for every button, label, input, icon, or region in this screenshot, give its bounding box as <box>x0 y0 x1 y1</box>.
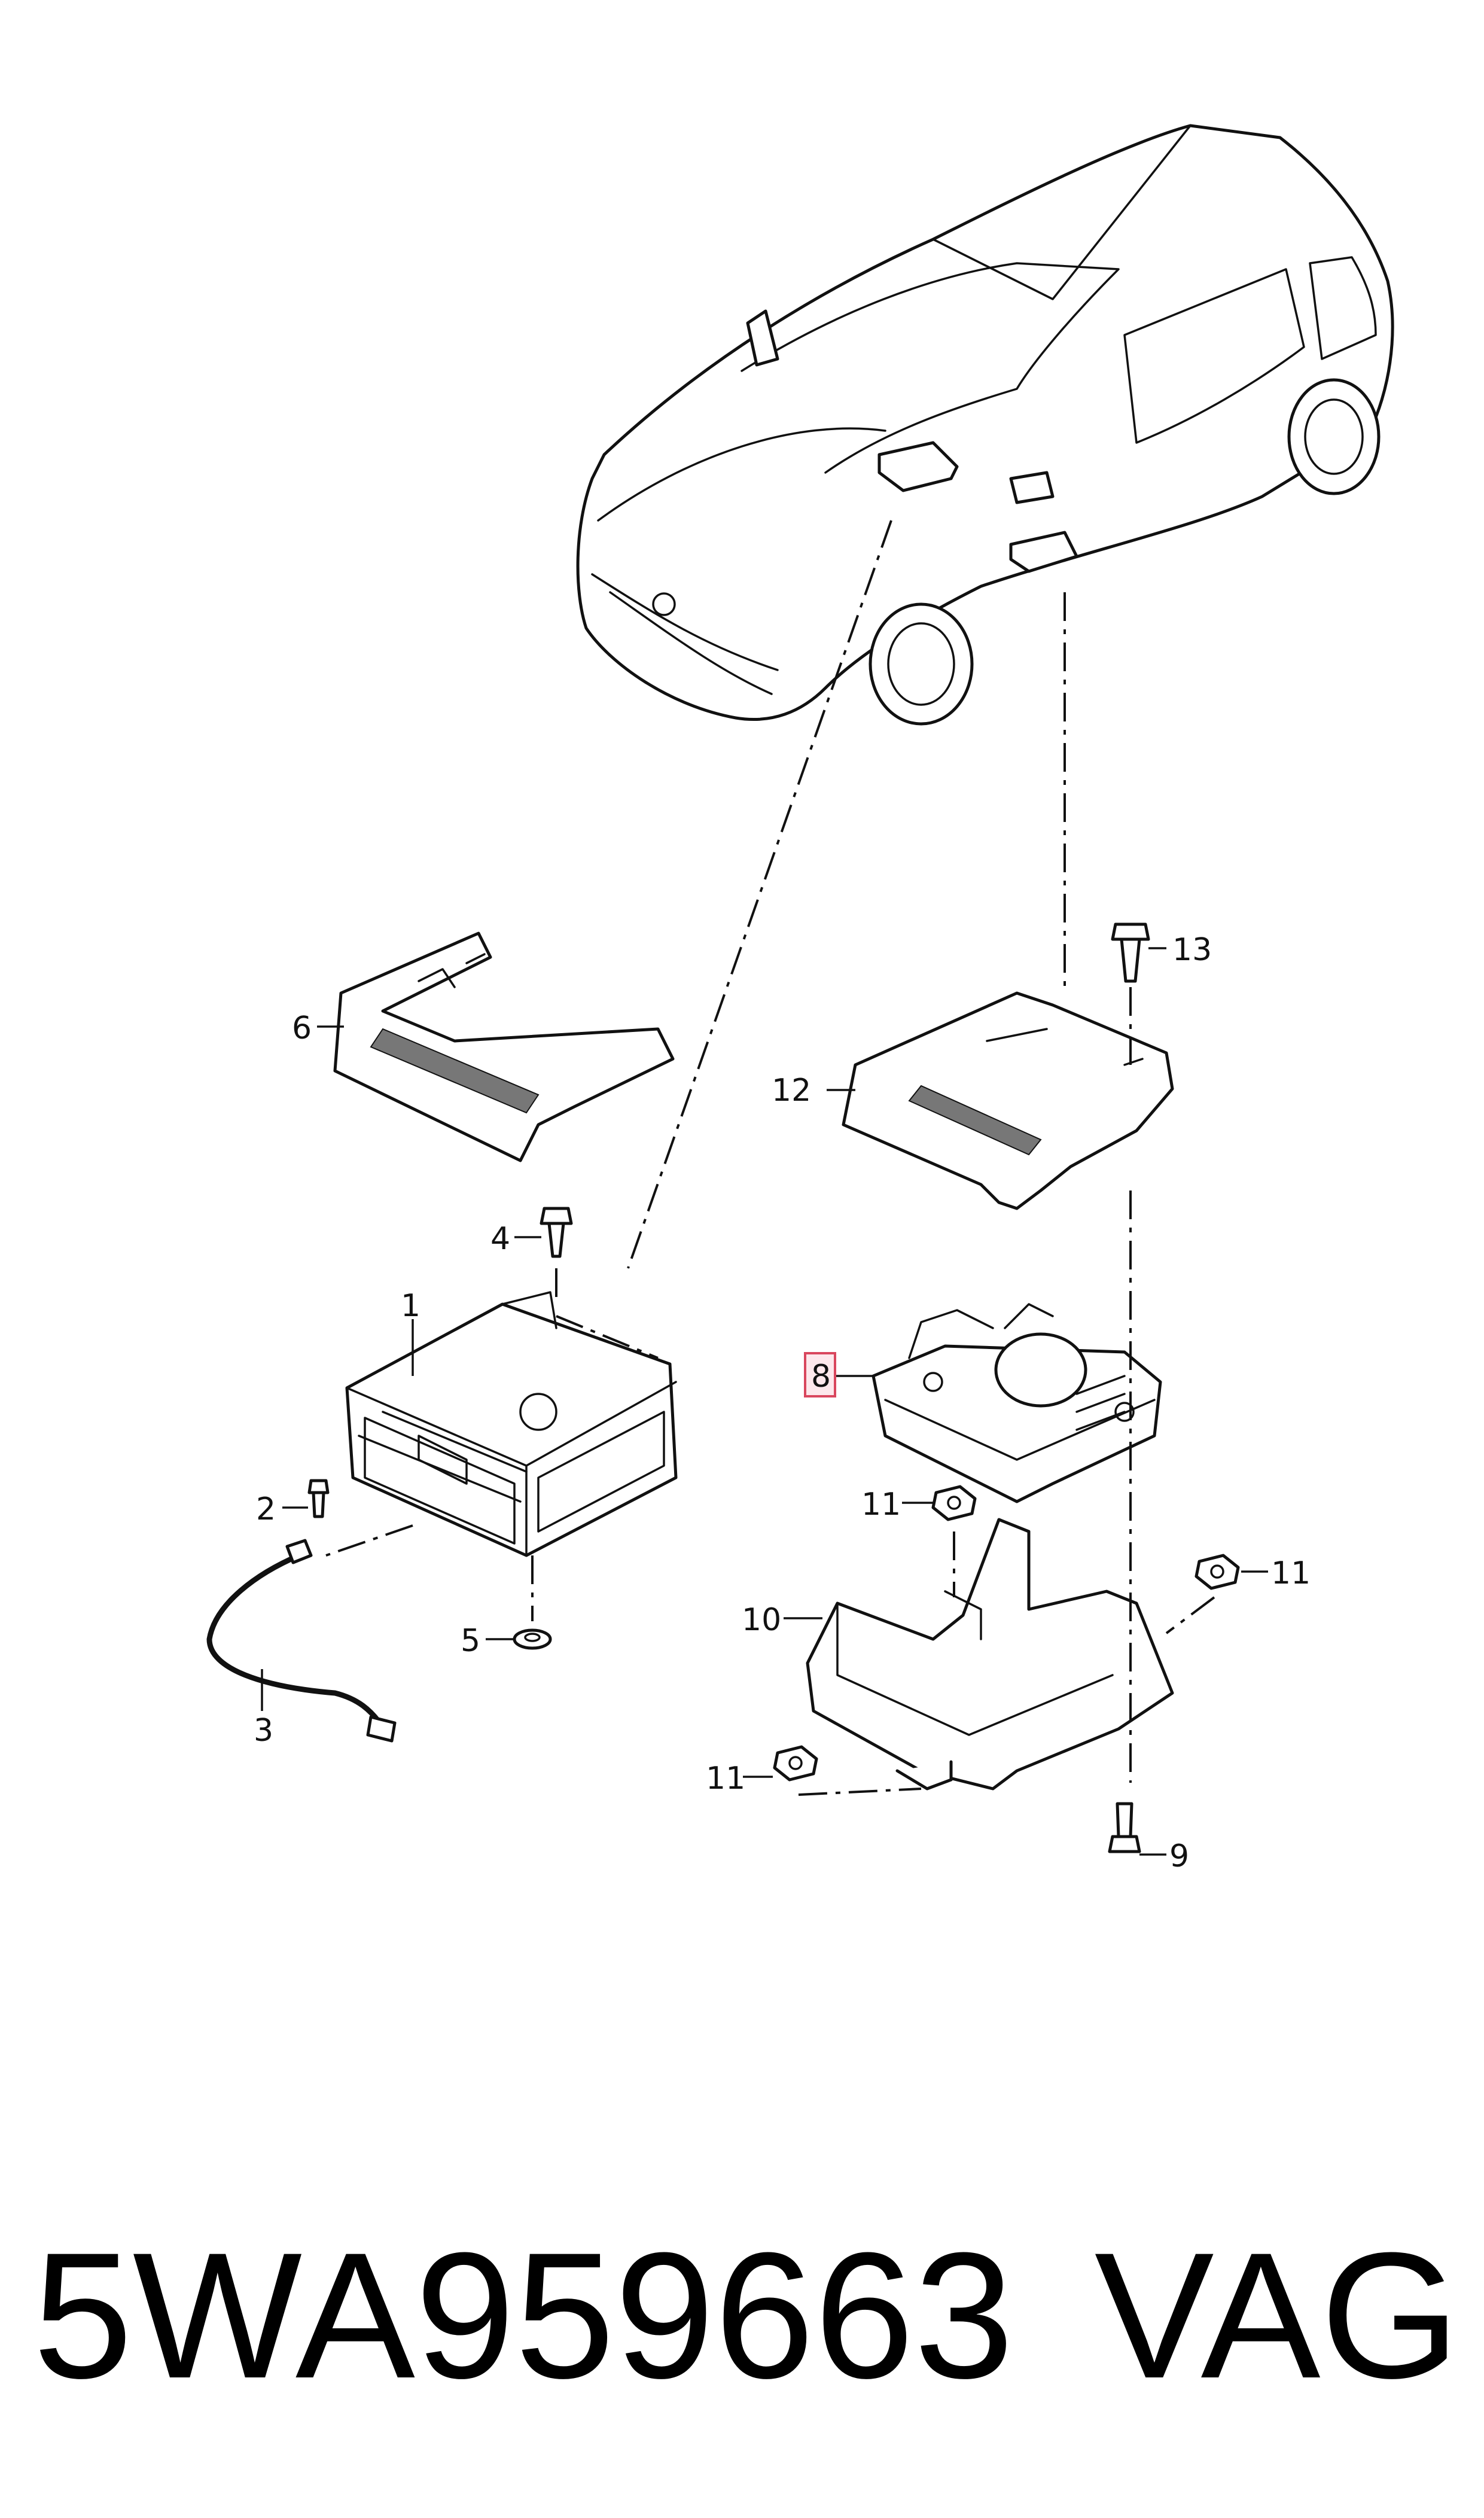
part-3-ground-cable <box>206 1539 397 1743</box>
part-number-label: 5WA959663 <box>33 2215 1014 2416</box>
part-11-nut-a <box>931 1485 977 1521</box>
callout-12: 12 <box>772 1073 811 1109</box>
part-2-bolt <box>307 1479 330 1518</box>
callout-5: 5 <box>461 1623 480 1659</box>
callout-9: 9 <box>1169 1838 1189 1874</box>
part-8-control-module <box>871 1303 1162 1503</box>
callout-10: 10 <box>742 1602 781 1638</box>
callout-4: 4 <box>490 1221 510 1257</box>
part-4-screw <box>540 1207 573 1258</box>
callout-3: 3 <box>254 1713 273 1749</box>
part-11-nut-c <box>773 1745 818 1782</box>
part-5-grommet <box>513 1628 552 1650</box>
car-illustration <box>576 124 1394 726</box>
part-12-cover <box>842 991 1174 1210</box>
part-13-clip <box>1111 922 1150 983</box>
part-11-nut-b <box>1194 1554 1240 1590</box>
part-10-bracket <box>806 1518 1174 1791</box>
callout-13: 13 <box>1172 932 1212 968</box>
part-9-bolt <box>1108 1802 1141 1853</box>
callout-2: 2 <box>256 1491 276 1527</box>
callout-11-c: 11 <box>706 1761 745 1797</box>
callout-8: 8 <box>811 1359 831 1395</box>
callout-leaders <box>261 947 1268 1856</box>
callout-6: 6 <box>292 1010 312 1046</box>
callout-8-highlight-box <box>804 1352 836 1397</box>
part-6-trim-cover <box>333 931 675 1162</box>
callout-labels: 6 12 13 4 1 2 3 5 8 11 11 10 11 9 <box>254 932 1311 1874</box>
callout-11-a: 11 <box>861 1487 901 1523</box>
assembly-lines <box>325 520 1215 1796</box>
part-1-control-unit <box>345 1291 678 1557</box>
brand-label: VAG <box>1094 2215 1460 2416</box>
callout-1: 1 <box>401 1288 420 1324</box>
callout-11-b: 11 <box>1271 1555 1311 1591</box>
